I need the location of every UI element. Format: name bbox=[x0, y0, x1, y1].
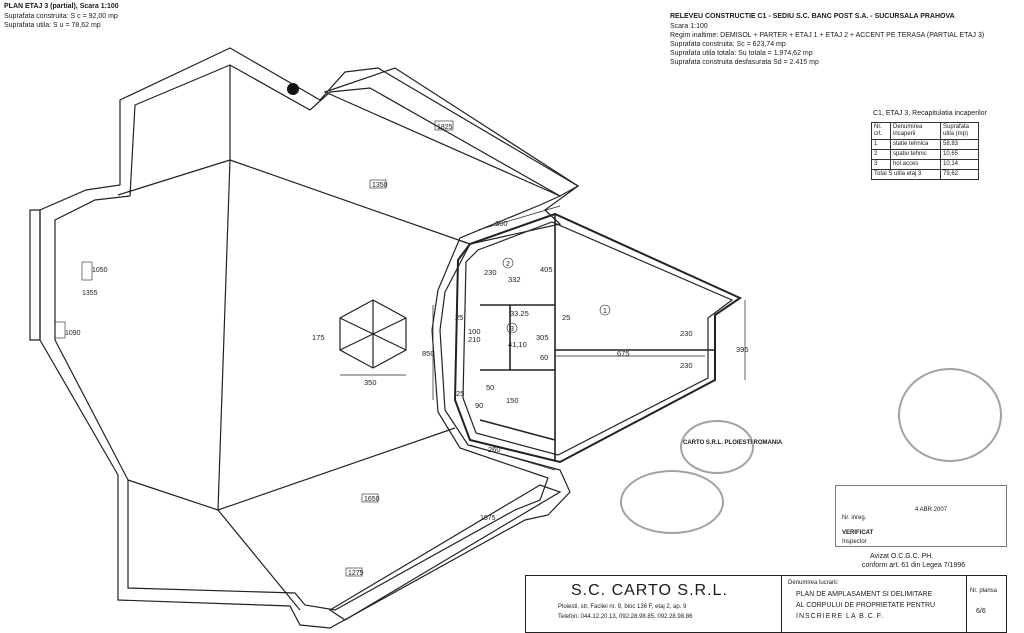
room-marker bbox=[506, 322, 518, 334]
work-line-3: INSCRIERE LA B.C.F. bbox=[796, 613, 885, 620]
survey-sc: Suprafata construita: Sc = 623,74 mp bbox=[670, 41, 786, 48]
roof-inner bbox=[54, 64, 562, 611]
partition-walls bbox=[479, 214, 715, 460]
roof-label: 1575 bbox=[480, 515, 496, 522]
dim-text: 395 bbox=[736, 345, 749, 354]
table-row: Total S utila etaj 3 79,62 bbox=[871, 169, 979, 180]
plan-sc: Suprafata construita: S c = 92,00 mp bbox=[4, 13, 118, 20]
dim-text: 50 bbox=[486, 383, 494, 392]
dim-text: 210 bbox=[468, 335, 481, 344]
plan-title: PLAN ETAJ 3 (partial), Scara 1:100 bbox=[4, 3, 119, 10]
sheet-number: 6/6 bbox=[976, 608, 986, 615]
roof-ridge bbox=[117, 65, 471, 611]
dim-text: 25 bbox=[456, 389, 464, 398]
avizat-label: Avizat O.C.G.C. PH. bbox=[870, 553, 934, 560]
roof-label-text: 1350 bbox=[372, 182, 388, 189]
room-marker bbox=[599, 304, 611, 316]
plan-su: Suprafata utila: S u = 78,62 mp bbox=[4, 22, 101, 29]
survey-regime: Regim inaltime: DEMISOL + PARTER + ETAJ … bbox=[670, 32, 985, 39]
stamp-text: CARTO S.R.L. PLOIESTI ROMANIA bbox=[683, 440, 783, 446]
roof-strip-left bbox=[29, 209, 41, 341]
dim-text: 305 bbox=[536, 333, 549, 342]
dim-text: 350 bbox=[364, 378, 377, 387]
dim-text: 850 bbox=[422, 349, 435, 358]
table-row: 1 statie tehnica 58,83 bbox=[871, 139, 979, 150]
title-block-sheet-cell bbox=[966, 576, 1007, 632]
company-phone: Telefon: 044.12.20.13, 092.28.98.85, 092… bbox=[558, 614, 693, 620]
sheet-label: Nr. plansa bbox=[970, 588, 998, 594]
dim-text: 230 bbox=[484, 268, 497, 277]
roof-label-text: 1275 bbox=[348, 570, 364, 577]
dim-text: 675 bbox=[617, 349, 630, 358]
survey-title: RELEVEU CONSTRUCTIE C1 - SEDIU S.C. BANC… bbox=[670, 13, 955, 20]
dim-text: 230 bbox=[680, 329, 693, 338]
dim-text: 25 bbox=[455, 313, 463, 322]
dim-text: 60 bbox=[540, 353, 548, 362]
recap-title: C1, ETAJ 3, Recapitulatia incaperilor bbox=[873, 110, 987, 117]
room-number: 3 bbox=[510, 326, 514, 333]
stamp-date: 4 ABR 2007 bbox=[915, 507, 948, 513]
roof-outline bbox=[39, 47, 580, 629]
stamp-inspector: Inspector bbox=[842, 539, 867, 545]
dim-text: 150 bbox=[506, 396, 519, 405]
dim-text: 260 bbox=[488, 445, 501, 454]
stamp-verificat: VERIFICAT bbox=[842, 530, 874, 536]
dim-text: 41,10 bbox=[508, 340, 527, 349]
official-seal bbox=[898, 368, 1002, 462]
dim-text: 230 bbox=[680, 361, 693, 370]
room-number: 2 bbox=[506, 261, 510, 268]
stamp-nr-inreg: Nr. inreg. bbox=[842, 515, 867, 521]
dim-text: 33.25 bbox=[510, 309, 529, 318]
dim-text: 100 bbox=[468, 327, 481, 336]
company-address: Ploiesti, str. Facliei nr. 9, bloc 136 F… bbox=[558, 604, 687, 610]
survey-sd: Suprafata construita desfasurata Sd = 2.… bbox=[670, 59, 819, 66]
table-row: 3 hol acces 10,14 bbox=[871, 159, 979, 170]
roof-strip-top bbox=[323, 67, 580, 197]
roof-label-text: 1575 bbox=[480, 515, 496, 522]
conform-label: conform art. 61 din Legea 7/1996 bbox=[862, 562, 966, 569]
building-walls-inner bbox=[462, 221, 734, 456]
recap-total-value: 79,62 bbox=[940, 169, 979, 180]
recap-table: Nr. crt. Denumirea incaperii Suprafata u… bbox=[871, 122, 979, 180]
work-line-1: PLAN DE AMPLASAMENT SI DELIMITARE bbox=[796, 591, 933, 598]
roof-label-text: 1050 bbox=[92, 267, 108, 274]
dim-text: 405 bbox=[540, 265, 553, 274]
roof-label: 1650 bbox=[361, 493, 380, 503]
work-label: Denumirea lucrarii: bbox=[788, 580, 839, 586]
roof-label-text: 1090 bbox=[65, 330, 81, 337]
roof-label-text: 1355 bbox=[82, 290, 98, 297]
company-name: S.C. CARTO S.R.L. bbox=[571, 582, 728, 599]
dimension-lines bbox=[340, 205, 746, 471]
hexagon-feature bbox=[339, 299, 407, 369]
title-block: S.C. CARTO S.R.L. Ploiesti, str. Facliei… bbox=[525, 575, 1007, 633]
roof-strip-bottom bbox=[328, 484, 562, 621]
verification-stamp bbox=[835, 485, 1007, 547]
dim-text: 360 bbox=[495, 219, 508, 228]
roof-label-text: 1650 bbox=[364, 496, 380, 503]
drain-marker bbox=[287, 83, 299, 95]
roof-label: 1825 bbox=[434, 120, 454, 131]
survey-scale: Scara 1:100 bbox=[670, 23, 708, 30]
room-marker bbox=[502, 257, 514, 269]
dim-text: 25 bbox=[562, 313, 570, 322]
dim-text: 90 bbox=[475, 401, 483, 410]
roof-label: 1050 bbox=[81, 261, 108, 281]
dim-text: 332 bbox=[508, 275, 521, 284]
building-walls bbox=[453, 212, 743, 464]
roof-label: 1350 bbox=[369, 179, 388, 189]
work-line-2: AL CORPULUI DE PROPRIETATE PENTRU bbox=[796, 602, 936, 609]
survey-su: Suprafata utila totala: Su totala = 1.97… bbox=[670, 50, 813, 57]
room-number: 1 bbox=[603, 308, 607, 315]
roof-label: 1355 bbox=[82, 290, 98, 297]
roof-label-text: 1825 bbox=[437, 124, 453, 131]
company-stamp bbox=[680, 420, 754, 474]
roof-label: 1090 bbox=[54, 321, 81, 339]
roof-label: 1275 bbox=[345, 567, 364, 577]
dim-text: 175 bbox=[312, 333, 325, 342]
company-stamp-2 bbox=[620, 470, 724, 534]
title-block-company-cell bbox=[526, 576, 782, 632]
